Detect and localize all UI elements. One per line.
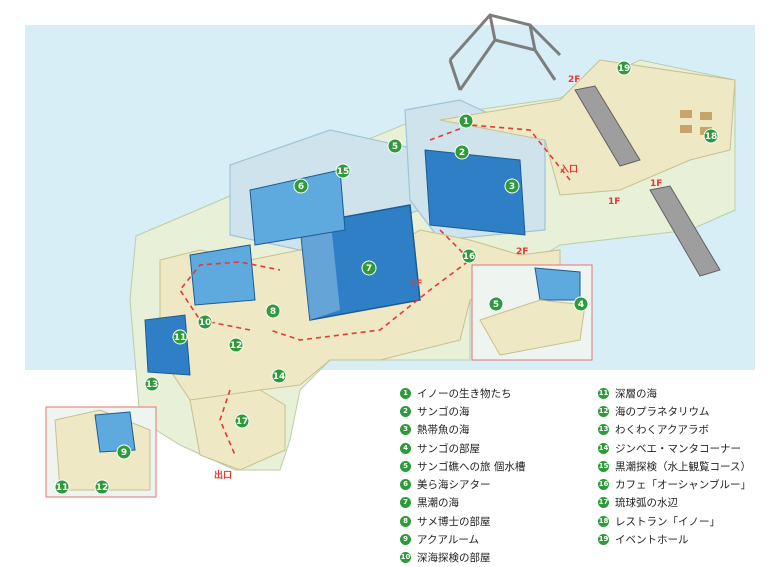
svg-text:11: 11 bbox=[56, 483, 69, 493]
svg-text:18: 18 bbox=[705, 132, 718, 142]
svg-text:13: 13 bbox=[146, 380, 159, 390]
marker-8: 8 bbox=[265, 303, 281, 319]
marker-5: 5 bbox=[387, 138, 403, 154]
marker-17: 17 bbox=[234, 413, 250, 429]
marker-19: 19 bbox=[616, 60, 632, 76]
floor-label-1f-c: 1F bbox=[410, 279, 422, 289]
svg-text:4: 4 bbox=[578, 300, 584, 310]
marker-9: 9 bbox=[116, 444, 132, 460]
marker-18: 18 bbox=[703, 128, 719, 144]
entrance-label: 入口 bbox=[559, 164, 578, 175]
marker-15: 15 bbox=[335, 163, 351, 179]
theater-tank bbox=[249, 169, 346, 246]
svg-text:3: 3 bbox=[509, 182, 515, 192]
marker-13: 13 bbox=[144, 376, 160, 392]
svg-text:5: 5 bbox=[493, 300, 499, 310]
exit-label: 出口 bbox=[214, 469, 232, 481]
coral-room-floor bbox=[479, 299, 586, 356]
svg-text:2: 2 bbox=[459, 148, 465, 158]
marker-14: 14 bbox=[271, 368, 287, 384]
svg-text:8: 8 bbox=[270, 307, 276, 317]
marker-1: 1 bbox=[458, 113, 474, 129]
svg-text:12: 12 bbox=[230, 341, 243, 351]
marker-3: 3 bbox=[504, 178, 520, 194]
tropical-tank bbox=[424, 149, 526, 236]
floor-label-2f-b: 2F bbox=[516, 247, 528, 257]
floor-label-2f-a: 2F bbox=[568, 75, 580, 85]
svg-text:12: 12 bbox=[96, 483, 109, 493]
svg-text:5: 5 bbox=[392, 142, 398, 152]
floor-label-1f-a: 1F bbox=[608, 197, 620, 207]
svg-text:10: 10 bbox=[199, 318, 212, 328]
marker-6: 6 bbox=[293, 178, 309, 194]
visitor-route bbox=[179, 124, 571, 456]
svg-text:1: 1 bbox=[463, 117, 469, 127]
marker-16: 16 bbox=[461, 248, 477, 264]
marker-5-inset: 5 bbox=[488, 296, 504, 312]
svg-text:7: 7 bbox=[366, 264, 372, 274]
marker-7: 7 bbox=[361, 260, 377, 276]
svg-text:6: 6 bbox=[298, 182, 304, 192]
svg-text:19: 19 bbox=[618, 64, 631, 74]
floor-label-1f-b: 1F bbox=[650, 179, 662, 189]
map-markers: 1 2 3 4 5 6 7 8 9 10 11 12 13 14 15 16 1… bbox=[54, 60, 719, 495]
upper-corridor bbox=[439, 59, 736, 196]
marker-11: 11 bbox=[172, 329, 188, 345]
marker-12-inset: 12 bbox=[94, 479, 110, 495]
coral-room-tank bbox=[534, 267, 581, 301]
kuroshio-tank-glass bbox=[300, 214, 340, 320]
exit-area bbox=[189, 389, 286, 471]
svg-text:17: 17 bbox=[236, 417, 249, 427]
roof-frame bbox=[448, 13, 562, 91]
svg-text:11: 11 bbox=[174, 333, 187, 343]
svg-text:14: 14 bbox=[273, 372, 286, 382]
escalator-lower bbox=[649, 185, 721, 277]
marker-11-inset: 11 bbox=[54, 479, 70, 495]
shark-tank bbox=[189, 244, 256, 306]
svg-text:15: 15 bbox=[337, 167, 350, 177]
marker-4: 4 bbox=[573, 296, 589, 312]
marker-12: 12 bbox=[228, 337, 244, 353]
svg-text:16: 16 bbox=[463, 252, 476, 262]
escalator-upper bbox=[574, 85, 641, 167]
marker-10: 10 bbox=[197, 314, 213, 330]
deep-sea-tank bbox=[144, 314, 191, 376]
svg-text:9: 9 bbox=[121, 448, 127, 458]
aqua-room-tank bbox=[94, 411, 136, 453]
marker-2: 2 bbox=[454, 144, 470, 160]
